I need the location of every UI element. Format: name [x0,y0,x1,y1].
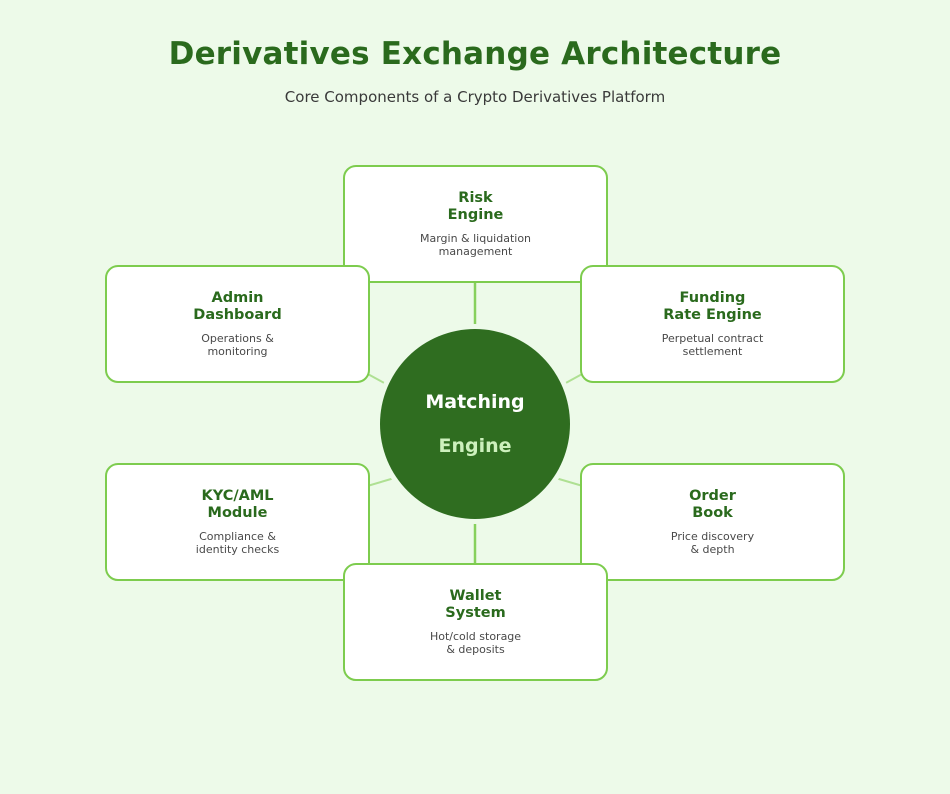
hub-node-matching-engine[interactable]: Matching Engine [380,329,570,519]
node-card-wallet-system[interactable]: Wallet System Hot/cold storage & deposit… [343,563,608,681]
node-title-funding-rate-engine: Funding Rate Engine [663,290,762,323]
node-description-wallet-system: Hot/cold storage & deposits [429,630,522,656]
hub-title-line-1: Matching [425,391,525,413]
node-title-admin-dashboard: Admin Dashboard [193,290,282,323]
node-title-order-book: Order Book [689,488,736,521]
node-description-admin-dashboard: Operations & monitoring [201,332,274,358]
node-description-kyc-aml-module: Compliance & identity checks [195,530,280,556]
node-title-risk-engine: Risk Engine [447,190,504,223]
page-subtitle: Core Components of a Crypto Derivatives … [284,88,666,106]
node-card-order-book[interactable]: Order Book Price discovery & depth [580,463,845,581]
node-card-kyc-aml-module[interactable]: KYC/AML Module Compliance & identity che… [105,463,370,581]
node-card-admin-dashboard[interactable]: Admin Dashboard Operations & monitoring [105,265,370,383]
page-title: Derivatives Exchange Architecture [168,36,782,72]
hub-title-line-2: Engine [438,435,512,457]
node-description-risk-engine: Margin & liquidation management [419,232,532,258]
node-card-funding-rate-engine[interactable]: Funding Rate Engine Perpetual contract s… [580,265,845,383]
node-description-order-book: Price discovery & depth [670,530,755,556]
node-title-wallet-system: Wallet System [445,588,506,621]
node-title-kyc-aml-module: KYC/AML Module [201,488,274,521]
header: Derivatives Exchange Architecture Core C… [0,0,950,107]
node-description-funding-rate-engine: Perpetual contract settlement [661,332,764,358]
node-card-risk-engine[interactable]: Risk Engine Margin & liquidation managem… [343,165,608,283]
